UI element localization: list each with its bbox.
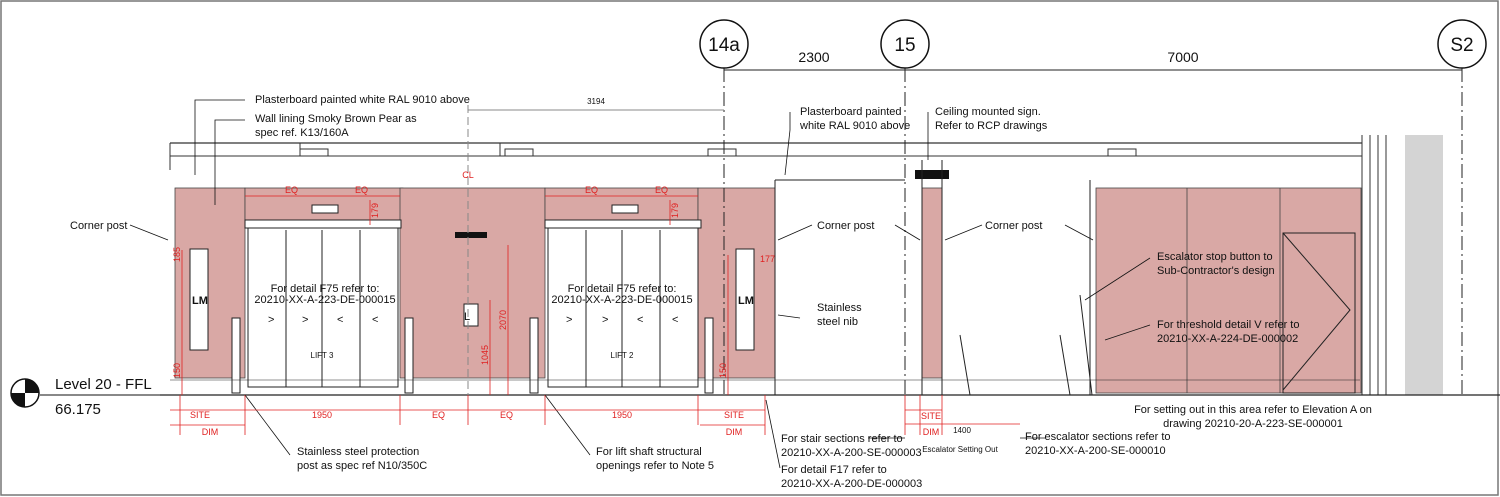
notes-plaster1-label: Plasterboard painted white RAL 9010 abov… (255, 94, 470, 106)
landing-mark (189, 248, 209, 351)
red-site-label: SITE (921, 411, 941, 421)
wall-lining (174, 187, 1362, 394)
lift-3-door (244, 219, 402, 388)
arrows-gt-label: > (302, 314, 308, 326)
notes-post1-label: Stainless steel protection (297, 446, 419, 458)
lift-2-door (544, 219, 702, 388)
notes-nib1-label: Stainless (817, 302, 862, 314)
notes-plaster2a-label: Plasterboard painted (800, 106, 902, 118)
notes-detail-a-label: For detail F75 refer to: (568, 283, 677, 295)
arrows-lt-label: < (672, 314, 678, 326)
notes-thr2-label: 20210-XX-A-224-DE-000002 (1157, 333, 1298, 345)
red-v150-label: 150 (172, 363, 182, 378)
sign-strip (915, 170, 949, 179)
notes-esc-out-label: Escalator Setting Out (922, 445, 998, 454)
arrows-gt-label: > (566, 314, 572, 326)
notes-lift2-label: LIFT 2 (611, 351, 635, 360)
notes-wall1-label: Wall lining Smoky Brown Pear as (255, 113, 417, 125)
notes-detail-b-label: 20210-XX-A-223-DE-000015 (254, 294, 395, 306)
notes-corner-label: Corner post (70, 220, 127, 232)
grids-gS2-label: S2 (1450, 35, 1473, 56)
grids-g15-label: 15 (894, 35, 915, 56)
red-dim-label: DIM (726, 427, 743, 437)
red-v2070-label: 2070 (498, 310, 508, 330)
notes-f17a-label: For detail F17 refer to (781, 464, 887, 476)
notes-f17b-label: 20210-XX-A-200-DE-000003 (781, 478, 922, 490)
notes-escsec2-label: 20210-XX-A-200-SE-000010 (1025, 445, 1166, 457)
red-v1045-label: 1045 (480, 345, 490, 365)
red-v177-label: 177 (760, 254, 775, 264)
red-v179-label: 179 (370, 203, 380, 218)
red-v179-label: 179 (670, 203, 680, 218)
notes-escsec1-label: For escalator sections refer to (1025, 431, 1171, 443)
lift-indicator (611, 204, 639, 214)
red-v1400-label: 1400 (953, 426, 971, 435)
landing-mark (735, 248, 755, 351)
arrows-lt-label: < (337, 314, 343, 326)
level-value-label: 66.175 (55, 401, 101, 418)
red-dim-label: DIM (202, 427, 219, 437)
notes-corner-label: Corner post (817, 220, 874, 232)
notes-lm-label: LM (192, 295, 208, 307)
notes-detail-b-label: 20210-XX-A-223-DE-000015 (551, 294, 692, 306)
grid-bubble-14a: 14a (699, 19, 749, 69)
red-site-label: SITE (190, 410, 210, 420)
notes-set2-label: drawing 20210-20-A-223-SE-000001 (1163, 418, 1343, 430)
sign-strip (455, 232, 487, 238)
protection-posts (231, 317, 714, 394)
arrows-gt-label: > (268, 314, 274, 326)
notes-sign1-label: Ceiling mounted sign. (935, 106, 1041, 118)
notes-detail-a-label: For detail F75 refer to: (271, 283, 380, 295)
notes-stair1-label: For stair sections refer to (781, 433, 903, 445)
arrows-lt-label: < (637, 314, 643, 326)
ceiling (169, 135, 1387, 395)
red-v185-label: 185 (172, 247, 182, 262)
notes-thr1-label: For threshold detail V refer to (1157, 319, 1299, 331)
grid-bubble-15: 15 (880, 19, 930, 69)
notes-shaft1-label: For lift shaft structural (596, 446, 702, 458)
red-eq-label: EQ (500, 410, 513, 420)
notes-set1-label: For setting out in this area refer to El… (1134, 404, 1372, 416)
level-marker: Level 20 - FFL 66.175 (10, 376, 160, 418)
notes-shaft2-label: openings refer to Note 5 (596, 460, 714, 472)
red-v150-label: 150 (718, 363, 728, 378)
arrows-l-label: L (464, 311, 470, 323)
red-w1950-label: 1950 (612, 410, 632, 420)
notes-sign2-label: Refer to RCP drawings (935, 120, 1048, 132)
dim-2300: 2300 (798, 49, 829, 65)
arrows-lt-label: < (372, 314, 378, 326)
notes-wall2-label: spec ref. K13/160A (255, 127, 349, 139)
notes-plaster2b-label: white RAL 9010 above (799, 120, 910, 132)
notes-esc2-label: Sub-Contractor's design (1157, 265, 1275, 277)
red-eq-label: EQ (585, 185, 598, 195)
notes-esc1-label: Escalator stop button to (1157, 251, 1273, 263)
grids-g14a-label: 14a (708, 35, 740, 56)
red-w1950-label: 1950 (312, 410, 332, 420)
notes-stair2-label: 20210-XX-A-200-SE-000003 (781, 447, 922, 459)
red-site-label: SITE (724, 410, 744, 420)
notes-post2-label: post as spec ref N10/350C (297, 460, 427, 472)
red-dim-label: DIM (923, 427, 940, 437)
dim-7000: 7000 (1167, 49, 1198, 65)
notes-corner-label: Corner post (985, 220, 1042, 232)
lift-indicator (311, 204, 339, 214)
red-eq-label: EQ (285, 185, 298, 195)
notes-nib2-label: steel nib (817, 316, 858, 328)
grid-bubble-s2: S2 (1437, 19, 1487, 69)
dim-3194: 3194 (587, 97, 605, 106)
red-cl-label: CL (462, 170, 474, 180)
arrows-gt-label: > (602, 314, 608, 326)
notes-lm-label: LM (738, 295, 754, 307)
column (1405, 135, 1443, 395)
red-eq-label: EQ (432, 410, 445, 420)
notes-lift3-label: LIFT 3 (311, 351, 335, 360)
level-name-label: Level 20 - FFL (55, 376, 152, 393)
red-eq-label: EQ (355, 185, 368, 195)
red-eq-label: EQ (655, 185, 668, 195)
